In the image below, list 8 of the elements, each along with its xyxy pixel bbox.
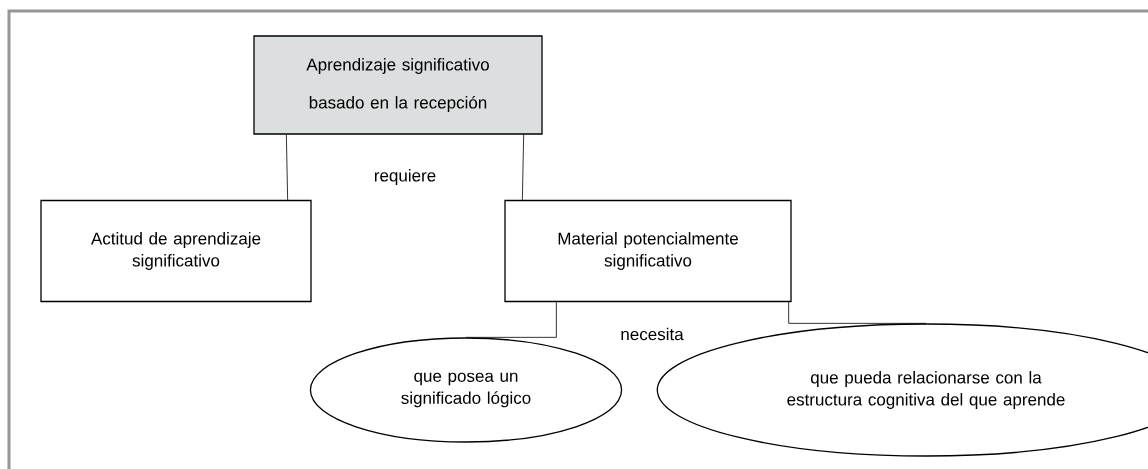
concept-box: Aprendizaje significativo basado en la recepción [253,35,543,135]
concept-box: Material potencialmente significativo [504,199,792,303]
concept-box: Actitud de aprendizaje significativo [40,199,312,303]
connector-line [285,134,289,201]
connector-line [521,134,525,201]
connector-line [788,301,927,324]
connector-line [465,301,557,338]
relation-label: requiere [374,169,436,185]
